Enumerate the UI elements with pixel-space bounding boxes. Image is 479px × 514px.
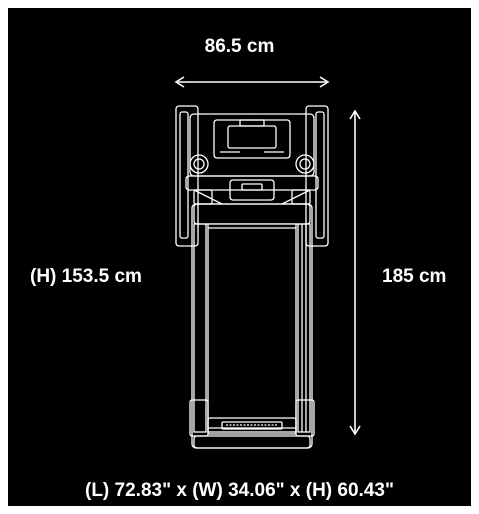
treadmill-diagram — [174, 76, 361, 449]
dimensions-summary: (L) 72.83" x (W) 34.06" x (H) 60.43" — [85, 480, 394, 501]
height-dimension-label: (H) 153.5 cm — [30, 266, 142, 287]
length-arrow — [349, 109, 361, 436]
treadmill-outline-icon — [175, 105, 329, 449]
product-dimension-image: 86.5 cm (H) 153.5 cm 185 cm (L) 72.83" x… — [8, 8, 471, 506]
width-dimension-label: 86.5 cm — [204, 36, 275, 57]
width-arrow — [174, 76, 330, 88]
length-dimension-label: 185 cm — [382, 266, 447, 287]
